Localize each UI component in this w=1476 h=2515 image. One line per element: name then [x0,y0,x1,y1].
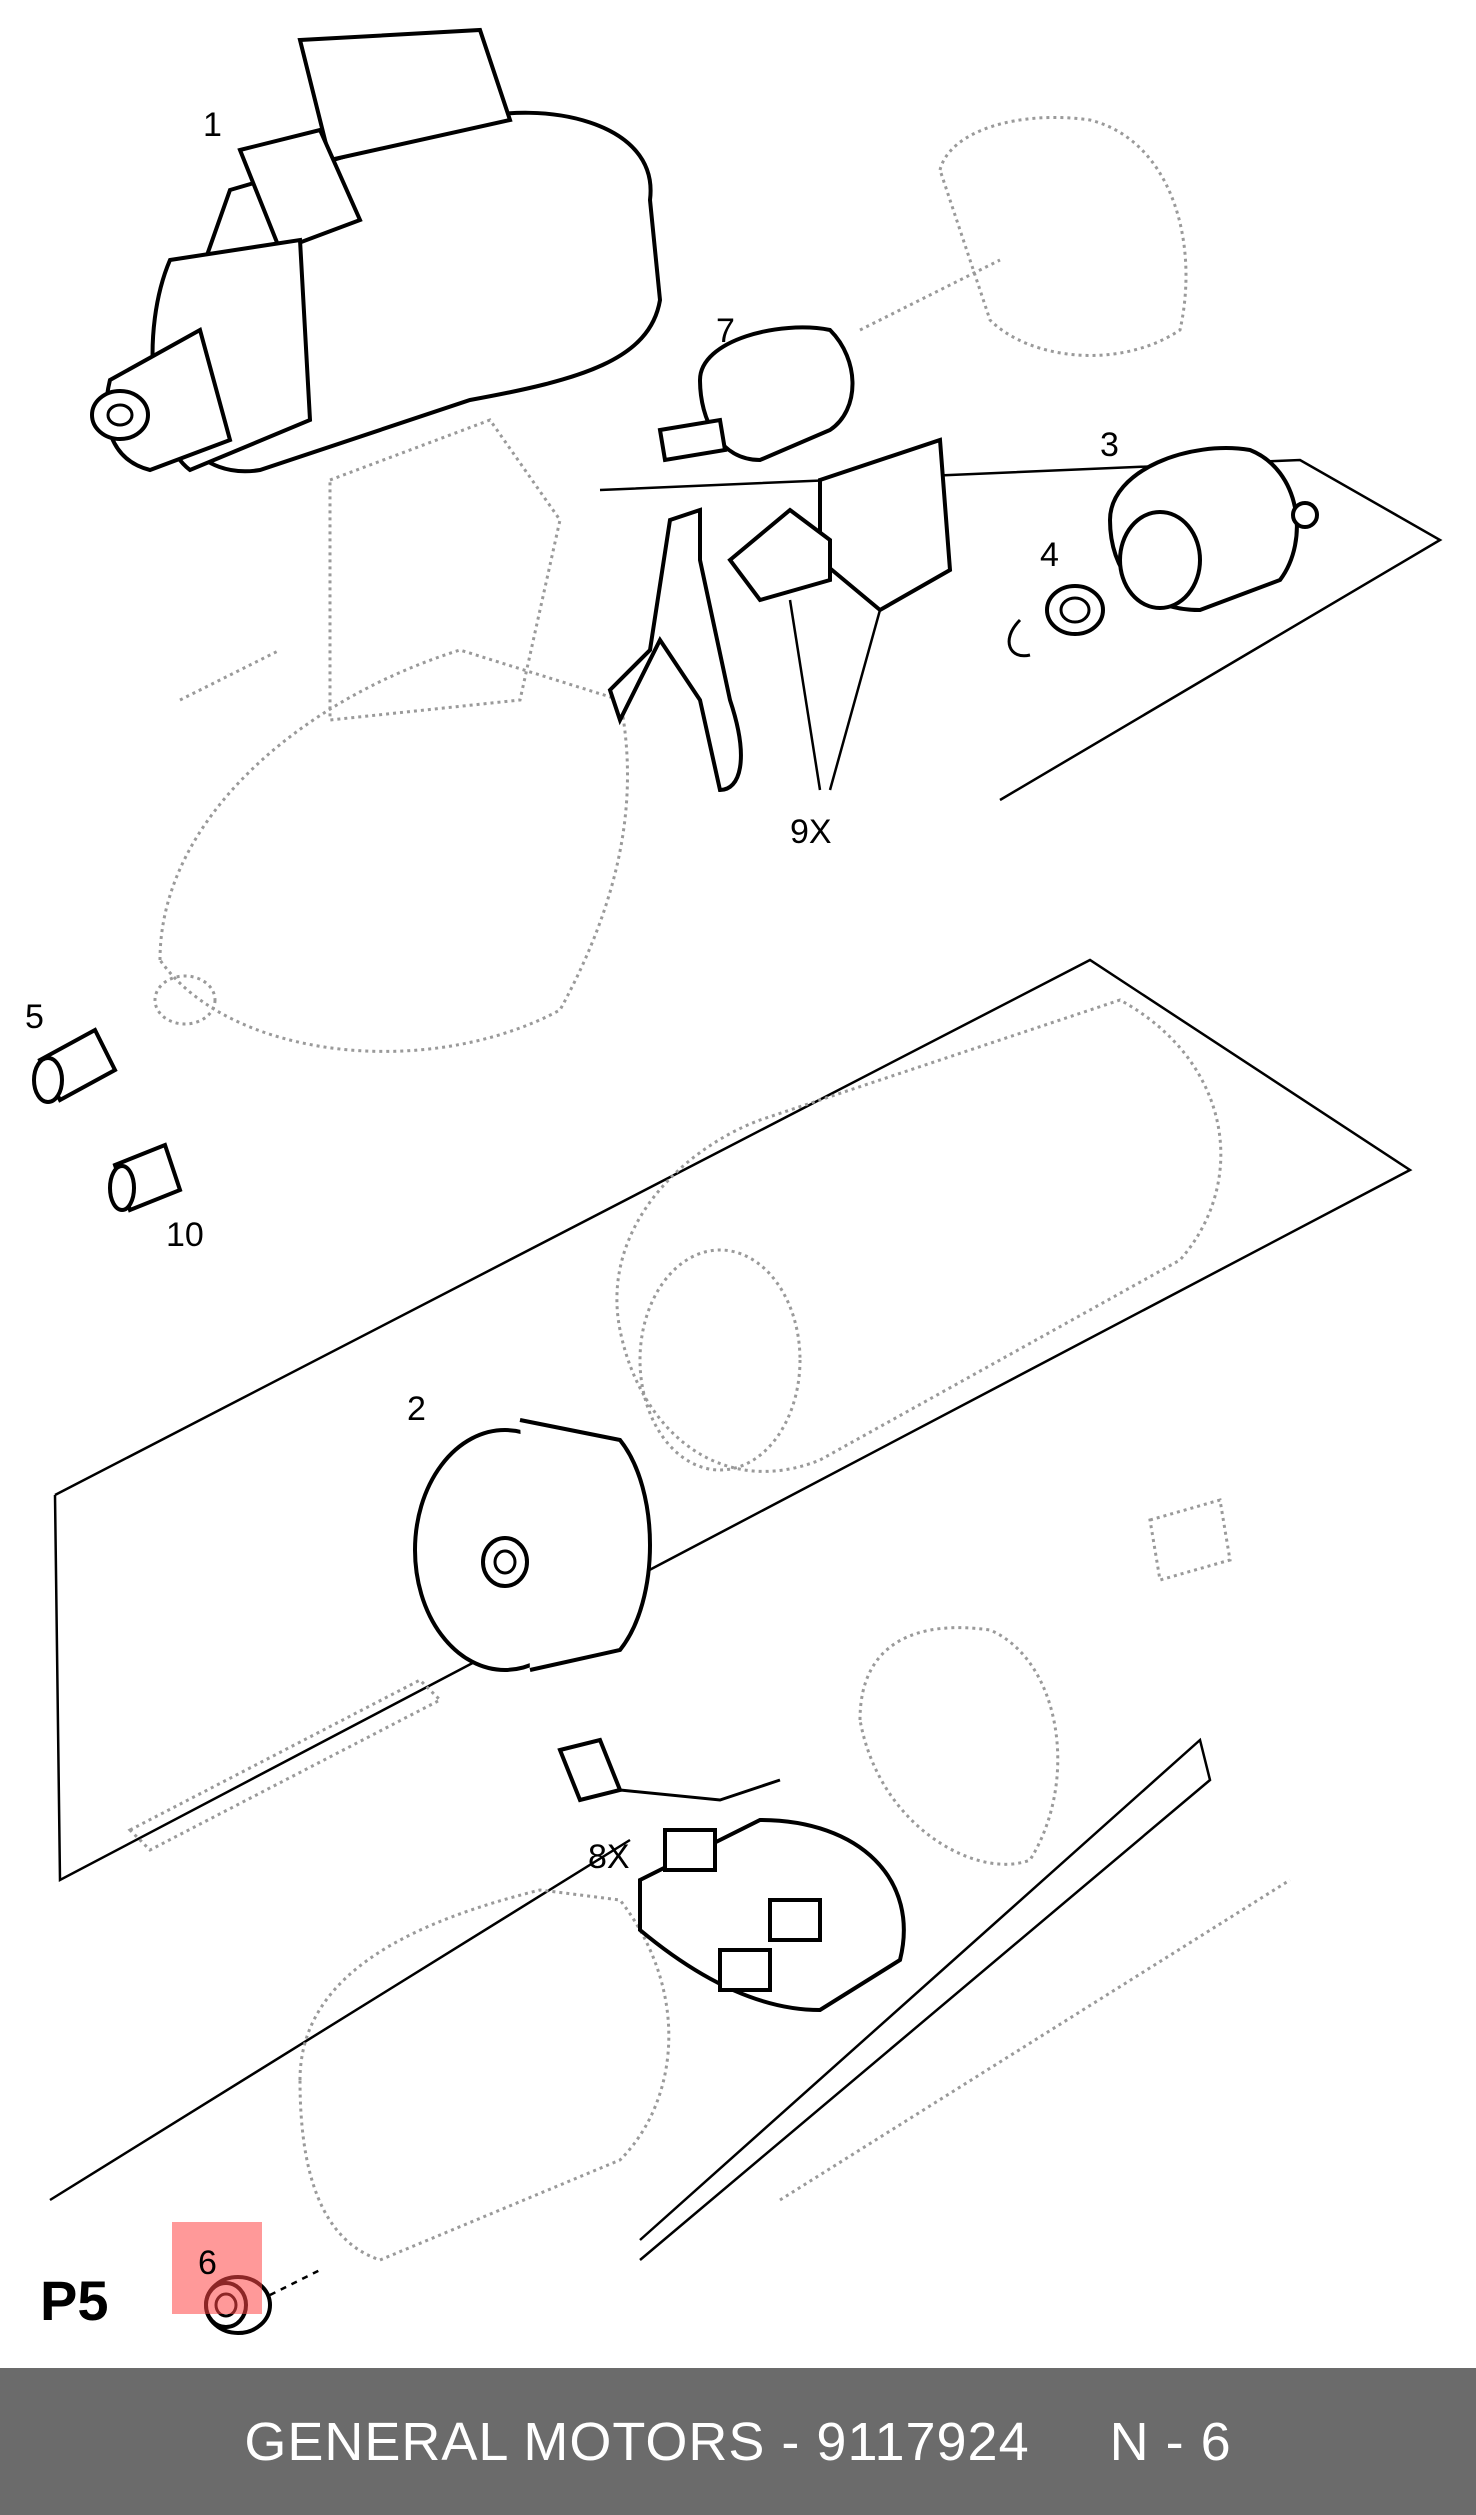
callout-3: 3 [1100,426,1119,464]
ghost-housing [127,116,1291,2262]
sleeve-part-10 [108,1142,183,1213]
callout-5: 5 [25,998,44,1036]
plunger-part-7 [657,325,855,463]
highlight-marker-part-6 [172,2222,262,2314]
callout-2: 2 [407,1390,426,1428]
footer-position-label: N - 6 [1109,2411,1232,2472]
callout-8x: 8X [588,1838,630,1876]
callout-1: 1 [203,106,222,144]
section-id-label: P5 [40,2269,109,2332]
assembly-guide-lines [49,458,1443,2261]
callout-10: 10 [166,1216,204,1254]
ring-part-4 [1007,584,1105,658]
pinion-part-3 [1107,446,1319,613]
callout-6: 6 [198,2244,217,2282]
lever-fork-part-9x [607,437,953,793]
footer-brand: GENERAL MOTORS [244,2411,766,2472]
footer-bar: GENERAL MOTORS - 9117924 N - 6 [0,2368,1476,2515]
bushing-part-5 [32,1027,118,1104]
brush-holder-part-8x [557,1737,906,2013]
exploded-parts-diagram [32,27,1443,2335]
callout-7: 7 [716,312,735,350]
callout-4: 4 [1040,536,1059,574]
footer-part-number: 9117924 [816,2411,1030,2472]
footer-separator: - [765,2411,817,2472]
starter-motor-part-1 [90,27,663,474]
footer-gap [1030,2411,1110,2473]
end-cap-part-2 [413,1418,652,1672]
callout-9x: 9X [790,813,832,851]
